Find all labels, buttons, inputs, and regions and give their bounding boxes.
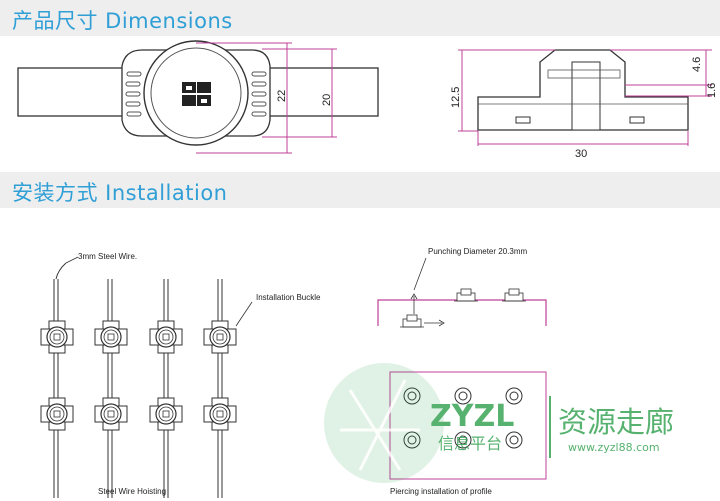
installation-header: 安装方式 Installation — [0, 172, 720, 208]
label-installation-buckle: Installation Buckle — [256, 293, 321, 302]
front-lens-inner — [150, 47, 242, 139]
side-hole-right — [629, 116, 645, 124]
buckle-leader — [235, 301, 253, 327]
label-punching-diameter: Punching Diameter 20.3mm — [428, 247, 527, 256]
dimensions-title: 产品尺寸 Dimensions — [12, 9, 233, 33]
label-steel-wire: 3mm Steel Wire. — [78, 252, 137, 261]
front-grip-slots — [125, 71, 267, 117]
dim-front-20: 20 — [321, 94, 333, 106]
side-top-rail — [547, 69, 621, 79]
side-hole-left — [515, 116, 531, 124]
label-piercing-installation: Piercing installation of profile — [390, 487, 492, 496]
hoist-node — [94, 320, 128, 354]
punching-diagram: Punching Diameter 20.3mm — [377, 247, 547, 328]
insert-arrows — [410, 257, 445, 327]
profile-node — [453, 288, 479, 302]
profile-node — [501, 288, 527, 302]
side-view: 12.5 4.6 1.6 30 — [450, 49, 718, 160]
side-center-slot — [571, 61, 601, 131]
dimensions-header: 产品尺寸 Dimensions — [0, 0, 720, 36]
dim-side-12-5: 12.5 — [450, 87, 462, 108]
steel-wire-hoisting: 3mm Steel Wire. Installation Buckle Stee… — [40, 252, 321, 498]
dim-side-1-6: 1.6 — [706, 83, 718, 98]
hoist-node — [203, 397, 237, 431]
label-steel-wire-hoisting: Steel Wire Hoisting — [98, 487, 166, 496]
front-dimension-lines — [196, 42, 337, 154]
hoist-node — [149, 397, 183, 431]
profile-node-inserting — [399, 314, 425, 328]
watermark-logo-strokes — [340, 379, 420, 471]
wire-leader — [65, 256, 79, 264]
piercing-diagram: Piercing installation of profile — [389, 371, 547, 496]
front-view: 22 20 — [17, 40, 379, 154]
hoist-node — [40, 397, 74, 431]
dim-front-22: 22 — [276, 90, 288, 102]
watermark-info-platform: 信息平台 — [438, 434, 502, 453]
hoist-node — [203, 320, 237, 354]
piercing-nodes — [403, 387, 523, 449]
hoist-node — [40, 320, 74, 354]
hoist-node — [149, 320, 183, 354]
watermark-resource-corridor: 资源走廊 — [558, 405, 674, 439]
dim-side-30: 30 — [575, 148, 587, 160]
side-dimension-lines — [458, 49, 712, 146]
watermark: ZYZL 信息平台 资源走廊 www.zyzl88.com — [324, 363, 674, 483]
installation-title: 安装方式 Installation — [12, 181, 228, 205]
watermark-zyzl: ZYZL — [430, 399, 514, 434]
hoist-node — [94, 397, 128, 431]
watermark-url: www.zyzl88.com — [568, 441, 660, 454]
dim-side-4-6: 4.6 — [691, 57, 703, 72]
steel-wires — [53, 262, 223, 498]
front-led-chip — [182, 82, 211, 106]
